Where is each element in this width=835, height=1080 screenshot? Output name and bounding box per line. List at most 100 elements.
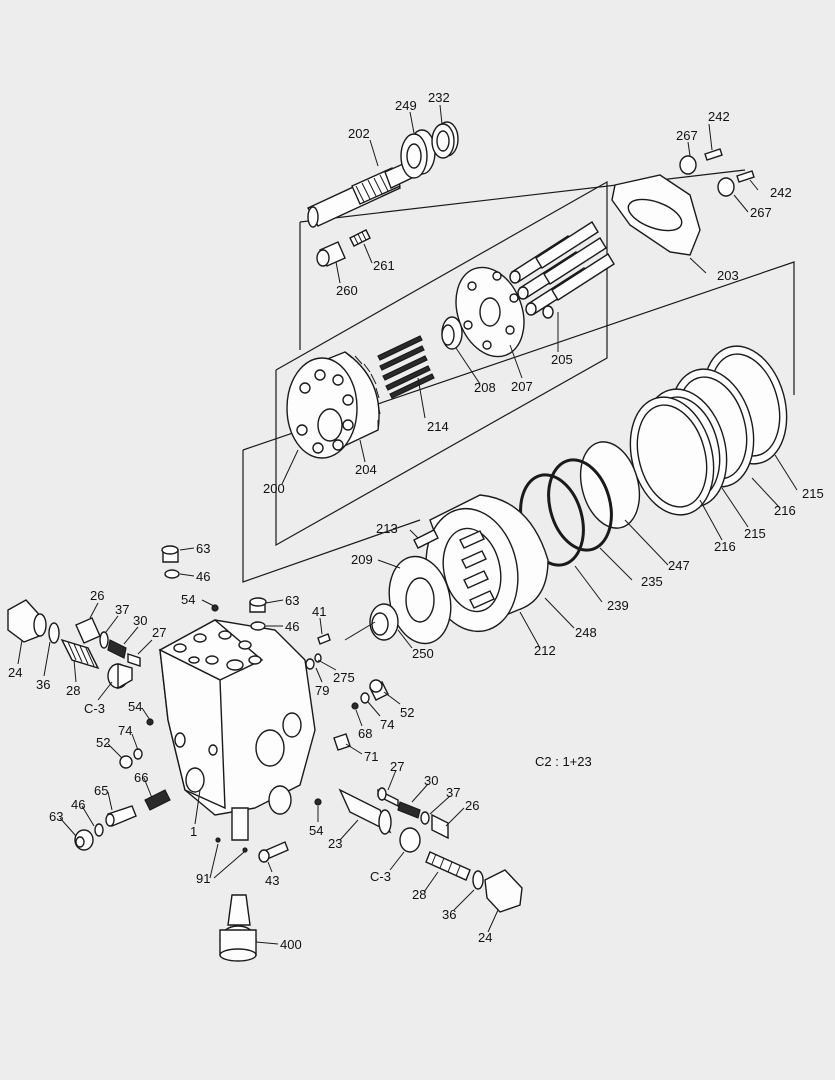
o-ring-part xyxy=(472,870,484,890)
plug-part xyxy=(119,755,133,769)
part-label: 30 xyxy=(424,773,438,788)
o-ring-part xyxy=(519,441,641,567)
o-ring-part xyxy=(164,569,180,579)
part-label: 207 xyxy=(511,379,533,394)
part-label: 216 xyxy=(774,503,796,518)
part-label: 63 xyxy=(196,541,210,556)
spring-part xyxy=(60,638,100,670)
part-label: 247 xyxy=(668,558,690,573)
part-label: 23 xyxy=(328,836,342,851)
part-label: 30 xyxy=(133,613,147,628)
part-label: 27 xyxy=(390,759,404,774)
part-label: 214 xyxy=(427,419,449,434)
plug-part xyxy=(369,679,389,701)
part-label: 28 xyxy=(412,887,426,902)
part-label: 79 xyxy=(315,683,329,698)
part-label: 26 xyxy=(90,588,104,603)
part-label: 250 xyxy=(412,646,434,661)
part-label: 52 xyxy=(400,705,414,720)
bolt-part xyxy=(258,841,289,863)
plug-part xyxy=(161,545,179,563)
spring-part xyxy=(107,639,127,659)
spool-part xyxy=(338,788,392,835)
part-label: 28 xyxy=(66,683,80,698)
part-label: 203 xyxy=(717,268,739,283)
part-label: 54 xyxy=(309,823,323,838)
housing-part xyxy=(158,619,316,841)
part-label: 68 xyxy=(358,726,372,741)
frame-line xyxy=(242,261,795,451)
part-label: 215 xyxy=(744,526,766,541)
part-label: 41 xyxy=(312,604,326,619)
pin-part xyxy=(704,148,755,183)
check-valve-part xyxy=(107,663,133,690)
part-label: 215 xyxy=(802,486,824,501)
pin-part xyxy=(317,633,331,645)
part-label: 200 xyxy=(263,481,285,496)
part-label: 242 xyxy=(708,109,730,124)
part-label: 63 xyxy=(49,809,63,824)
relief-valve-part xyxy=(219,894,257,962)
pin-part xyxy=(215,837,248,853)
part-label: 267 xyxy=(676,128,698,143)
part-label: 212 xyxy=(534,643,556,658)
frame-line xyxy=(242,450,421,583)
plug-part xyxy=(314,798,322,806)
spring-part xyxy=(144,789,171,811)
check-valve-part xyxy=(399,827,421,853)
assembly-note: C2 : 1+23 xyxy=(535,754,592,769)
ball-part xyxy=(679,155,735,197)
part-label: 24 xyxy=(478,930,492,945)
sleeve-part xyxy=(316,241,346,267)
poppet-part xyxy=(127,653,141,667)
part-label: 242 xyxy=(770,185,792,200)
plug-part xyxy=(146,718,154,726)
part-label: 26 xyxy=(465,798,479,813)
part-label: 248 xyxy=(575,625,597,640)
part-label: 204 xyxy=(355,462,377,477)
plug-part xyxy=(431,813,449,840)
part-label: 261 xyxy=(373,258,395,273)
part-label: 205 xyxy=(551,352,573,367)
part-label: 202 xyxy=(348,126,370,141)
poppet-part xyxy=(377,787,399,808)
o-ring-part xyxy=(133,748,143,760)
collar-part xyxy=(441,316,463,350)
plug-part xyxy=(7,599,47,643)
spring-part xyxy=(413,529,439,549)
spring-part xyxy=(397,801,421,819)
part-label: 36 xyxy=(36,677,50,692)
part-label: 54 xyxy=(128,699,142,714)
part-label: 209 xyxy=(351,552,373,567)
part-label: 275 xyxy=(333,670,355,685)
part-label: 37 xyxy=(446,785,460,800)
part-label: 46 xyxy=(196,569,210,584)
spring-part xyxy=(425,851,471,881)
plug-part xyxy=(249,597,267,613)
leader-lines xyxy=(17,104,798,945)
part-label: 232 xyxy=(428,90,450,105)
frame-line xyxy=(299,169,746,223)
plug-part xyxy=(74,829,94,851)
o-ring-part xyxy=(99,631,109,649)
plug-part xyxy=(333,733,351,751)
plug-part xyxy=(305,653,322,670)
part-label: 91 xyxy=(196,871,210,886)
o-ring-part xyxy=(420,811,430,825)
part-label: 74 xyxy=(118,723,132,738)
part-label: 63 xyxy=(285,593,299,608)
part-labels: 232 249 202 242 267 242 267 261 260 203 … xyxy=(8,90,824,952)
part-label: 54 xyxy=(181,592,195,607)
part-label: 216 xyxy=(714,539,736,554)
part-label: 208 xyxy=(474,380,496,395)
part-label: 36 xyxy=(442,907,456,922)
part-label: 37 xyxy=(115,602,129,617)
swash-plate-part xyxy=(611,174,701,256)
part-label: 260 xyxy=(336,283,358,298)
cylinder-block-part xyxy=(286,351,381,459)
o-ring-part xyxy=(360,692,370,704)
spring-part xyxy=(349,229,371,247)
part-label: 24 xyxy=(8,665,22,680)
part-label: 239 xyxy=(607,598,629,613)
